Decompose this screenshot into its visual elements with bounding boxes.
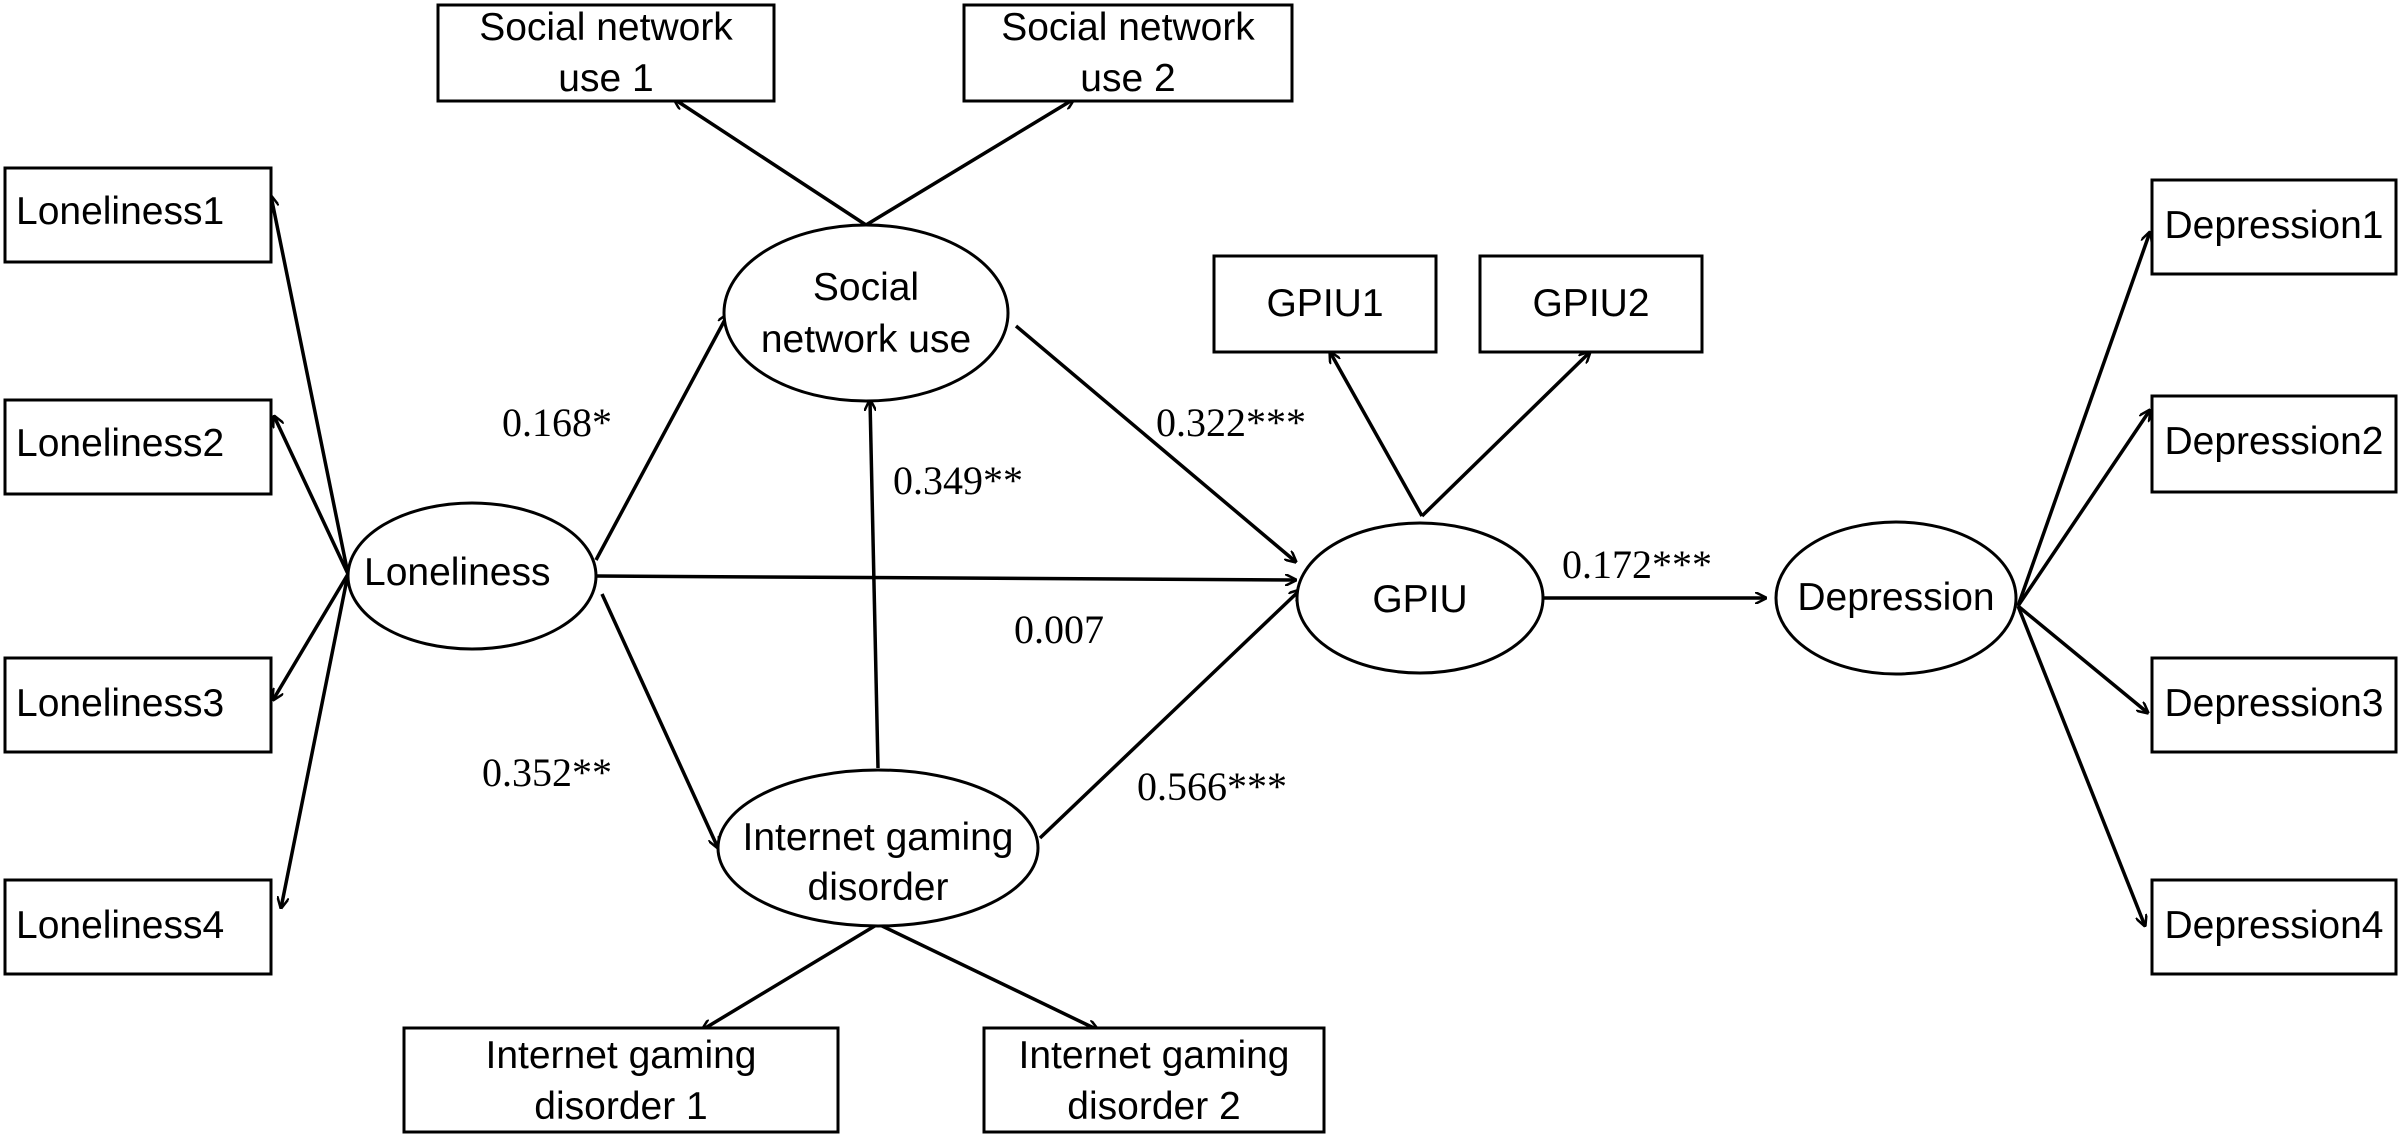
indicator-box-sn-2 — [962, 3, 1294, 103]
edge-loneliness-indicator-1 — [271, 196, 350, 575]
latent-social-network-use — [722, 223, 1010, 403]
edge-gpiu-indicator-1 — [1330, 352, 1424, 517]
indicator-label-loneliness-4: Loneliness4 — [16, 904, 224, 947]
indicator-box-depression-1 — [2150, 178, 2398, 276]
internet-gaming-disorder-indicators: Internet gaming disorder 1 Internet gami… — [402, 1026, 1326, 1134]
indicator-label-ig-2-line1: Internet gaming — [1018, 1034, 1289, 1077]
indicator-label-depression-2: Depression2 — [2165, 420, 2384, 463]
indicator-box-ig-2 — [982, 1026, 1326, 1134]
path-loneliness-to-gpiu — [595, 576, 1296, 580]
coef-gpiu-to-depression: 0.172*** — [1562, 542, 1712, 587]
indicator-label-ig-2-line2: disorder 2 — [1067, 1085, 1240, 1128]
path-ig-to-gpiu — [1038, 590, 1300, 840]
indicator-box-sn-1 — [436, 3, 776, 103]
indicator-label-loneliness-3: Loneliness3 — [16, 682, 224, 725]
indicator-label-sn-1-line2: use 1 — [558, 57, 653, 100]
edge-gpiu-indicator-2 — [1420, 352, 1590, 518]
indicator-box-loneliness-1 — [3, 166, 273, 264]
indicator-label-loneliness-1: Loneliness1 — [16, 190, 224, 233]
indicator-label-depression-3: Depression3 — [2165, 682, 2384, 725]
coef-loneliness-to-gpiu: 0.007 — [1014, 607, 1104, 652]
latent-depression — [1774, 520, 2018, 676]
latent-gpiu-label: GPIU — [1372, 578, 1467, 621]
edge-depression-indicator-2 — [2016, 410, 2150, 607]
latent-internet-gaming-disorder — [716, 768, 1040, 928]
indicator-label-ig-1-line2: disorder 1 — [534, 1085, 707, 1128]
edge-sn-indicator-2 — [865, 99, 1074, 227]
indicator-label-gpiu-1: GPIU1 — [1266, 282, 1383, 325]
social-network-use-indicators: Social network use 1 Social network use … — [436, 3, 1294, 103]
edge-depression-indicator-3 — [2016, 604, 2148, 713]
coef-ig-to-gpiu: 0.566*** — [1137, 764, 1287, 809]
indicator-box-loneliness-2 — [3, 398, 273, 496]
edge-ig-indicator-2 — [877, 922, 1098, 1030]
latent-loneliness — [346, 501, 598, 651]
edge-depression-indicator-1 — [2016, 232, 2150, 607]
indicator-label-loneliness-2: Loneliness2 — [16, 422, 224, 465]
edge-sn-indicator-1 — [674, 99, 867, 227]
depression-indicators: Depression1 Depression2 Depression3 Depr… — [2150, 178, 2398, 976]
latent-gpiu — [1295, 521, 1545, 675]
indicator-label-sn-2-line1: Social network — [1001, 6, 1255, 49]
edge-depression-indicator-4 — [2016, 605, 2145, 926]
gpiu-indicators: GPIU1 GPIU2 — [1212, 254, 1704, 354]
indicator-label-sn-2-line2: use 2 — [1080, 57, 1175, 100]
indicator-label-sn-1-line1: Social network — [479, 6, 733, 49]
indicator-box-gpiu-1 — [1212, 254, 1438, 354]
indicator-label-gpiu-2: GPIU2 — [1532, 282, 1649, 325]
indicator-label-ig-1-line1: Internet gaming — [485, 1034, 756, 1077]
indicator-box-gpiu-2 — [1478, 254, 1704, 354]
edge-loneliness-indicator-4 — [281, 573, 350, 908]
coef-sn-to-gpiu: 0.322*** — [1156, 400, 1306, 445]
coef-ig-to-sn: 0.349** — [893, 458, 1023, 503]
loneliness-indicators: Loneliness1 Loneliness2 Loneliness3 Lone… — [3, 166, 273, 976]
latent-constructs: Loneliness Social network use Internet g… — [346, 223, 2018, 928]
latent-social-network-use-label-line2: network use — [761, 318, 971, 361]
indicator-box-loneliness-3 — [3, 656, 273, 754]
path-loneliness-to-sn — [594, 314, 728, 561]
path-sn-to-gpiu — [1014, 324, 1296, 562]
indicator-box-depression-2 — [2150, 394, 2398, 494]
edge-ig-indicator-1 — [702, 922, 879, 1030]
latent-depression-label: Depression — [1797, 576, 1994, 619]
indicator-box-loneliness-4 — [3, 878, 273, 976]
coef-loneliness-to-sn: 0.168* — [502, 400, 612, 445]
latent-internet-gaming-disorder-label-line1: Internet gaming — [742, 816, 1013, 859]
edge-loneliness-indicator-2 — [274, 416, 350, 575]
latent-social-network-use-label-line1: Social — [813, 266, 919, 309]
indicator-box-depression-3 — [2150, 656, 2398, 754]
indicator-label-depression-4: Depression4 — [2165, 904, 2384, 947]
indicator-label-depression-1: Depression1 — [2165, 204, 2384, 247]
indicator-box-depression-4 — [2150, 878, 2398, 976]
edge-loneliness-indicator-3 — [273, 573, 350, 700]
latent-internet-gaming-disorder-label-line2: disorder — [808, 866, 949, 909]
latent-loneliness-label: Loneliness — [364, 551, 550, 594]
coef-loneliness-to-ig: 0.352** — [482, 750, 612, 795]
path-coefficients: 0.168* 0.349** 0.322*** 0.007 0.352** 0.… — [482, 400, 1712, 809]
path-ig-to-sn — [870, 400, 880, 769]
indicator-box-ig-1 — [402, 1026, 840, 1134]
edges — [271, 99, 2150, 1030]
path-loneliness-to-ig — [600, 593, 718, 848]
